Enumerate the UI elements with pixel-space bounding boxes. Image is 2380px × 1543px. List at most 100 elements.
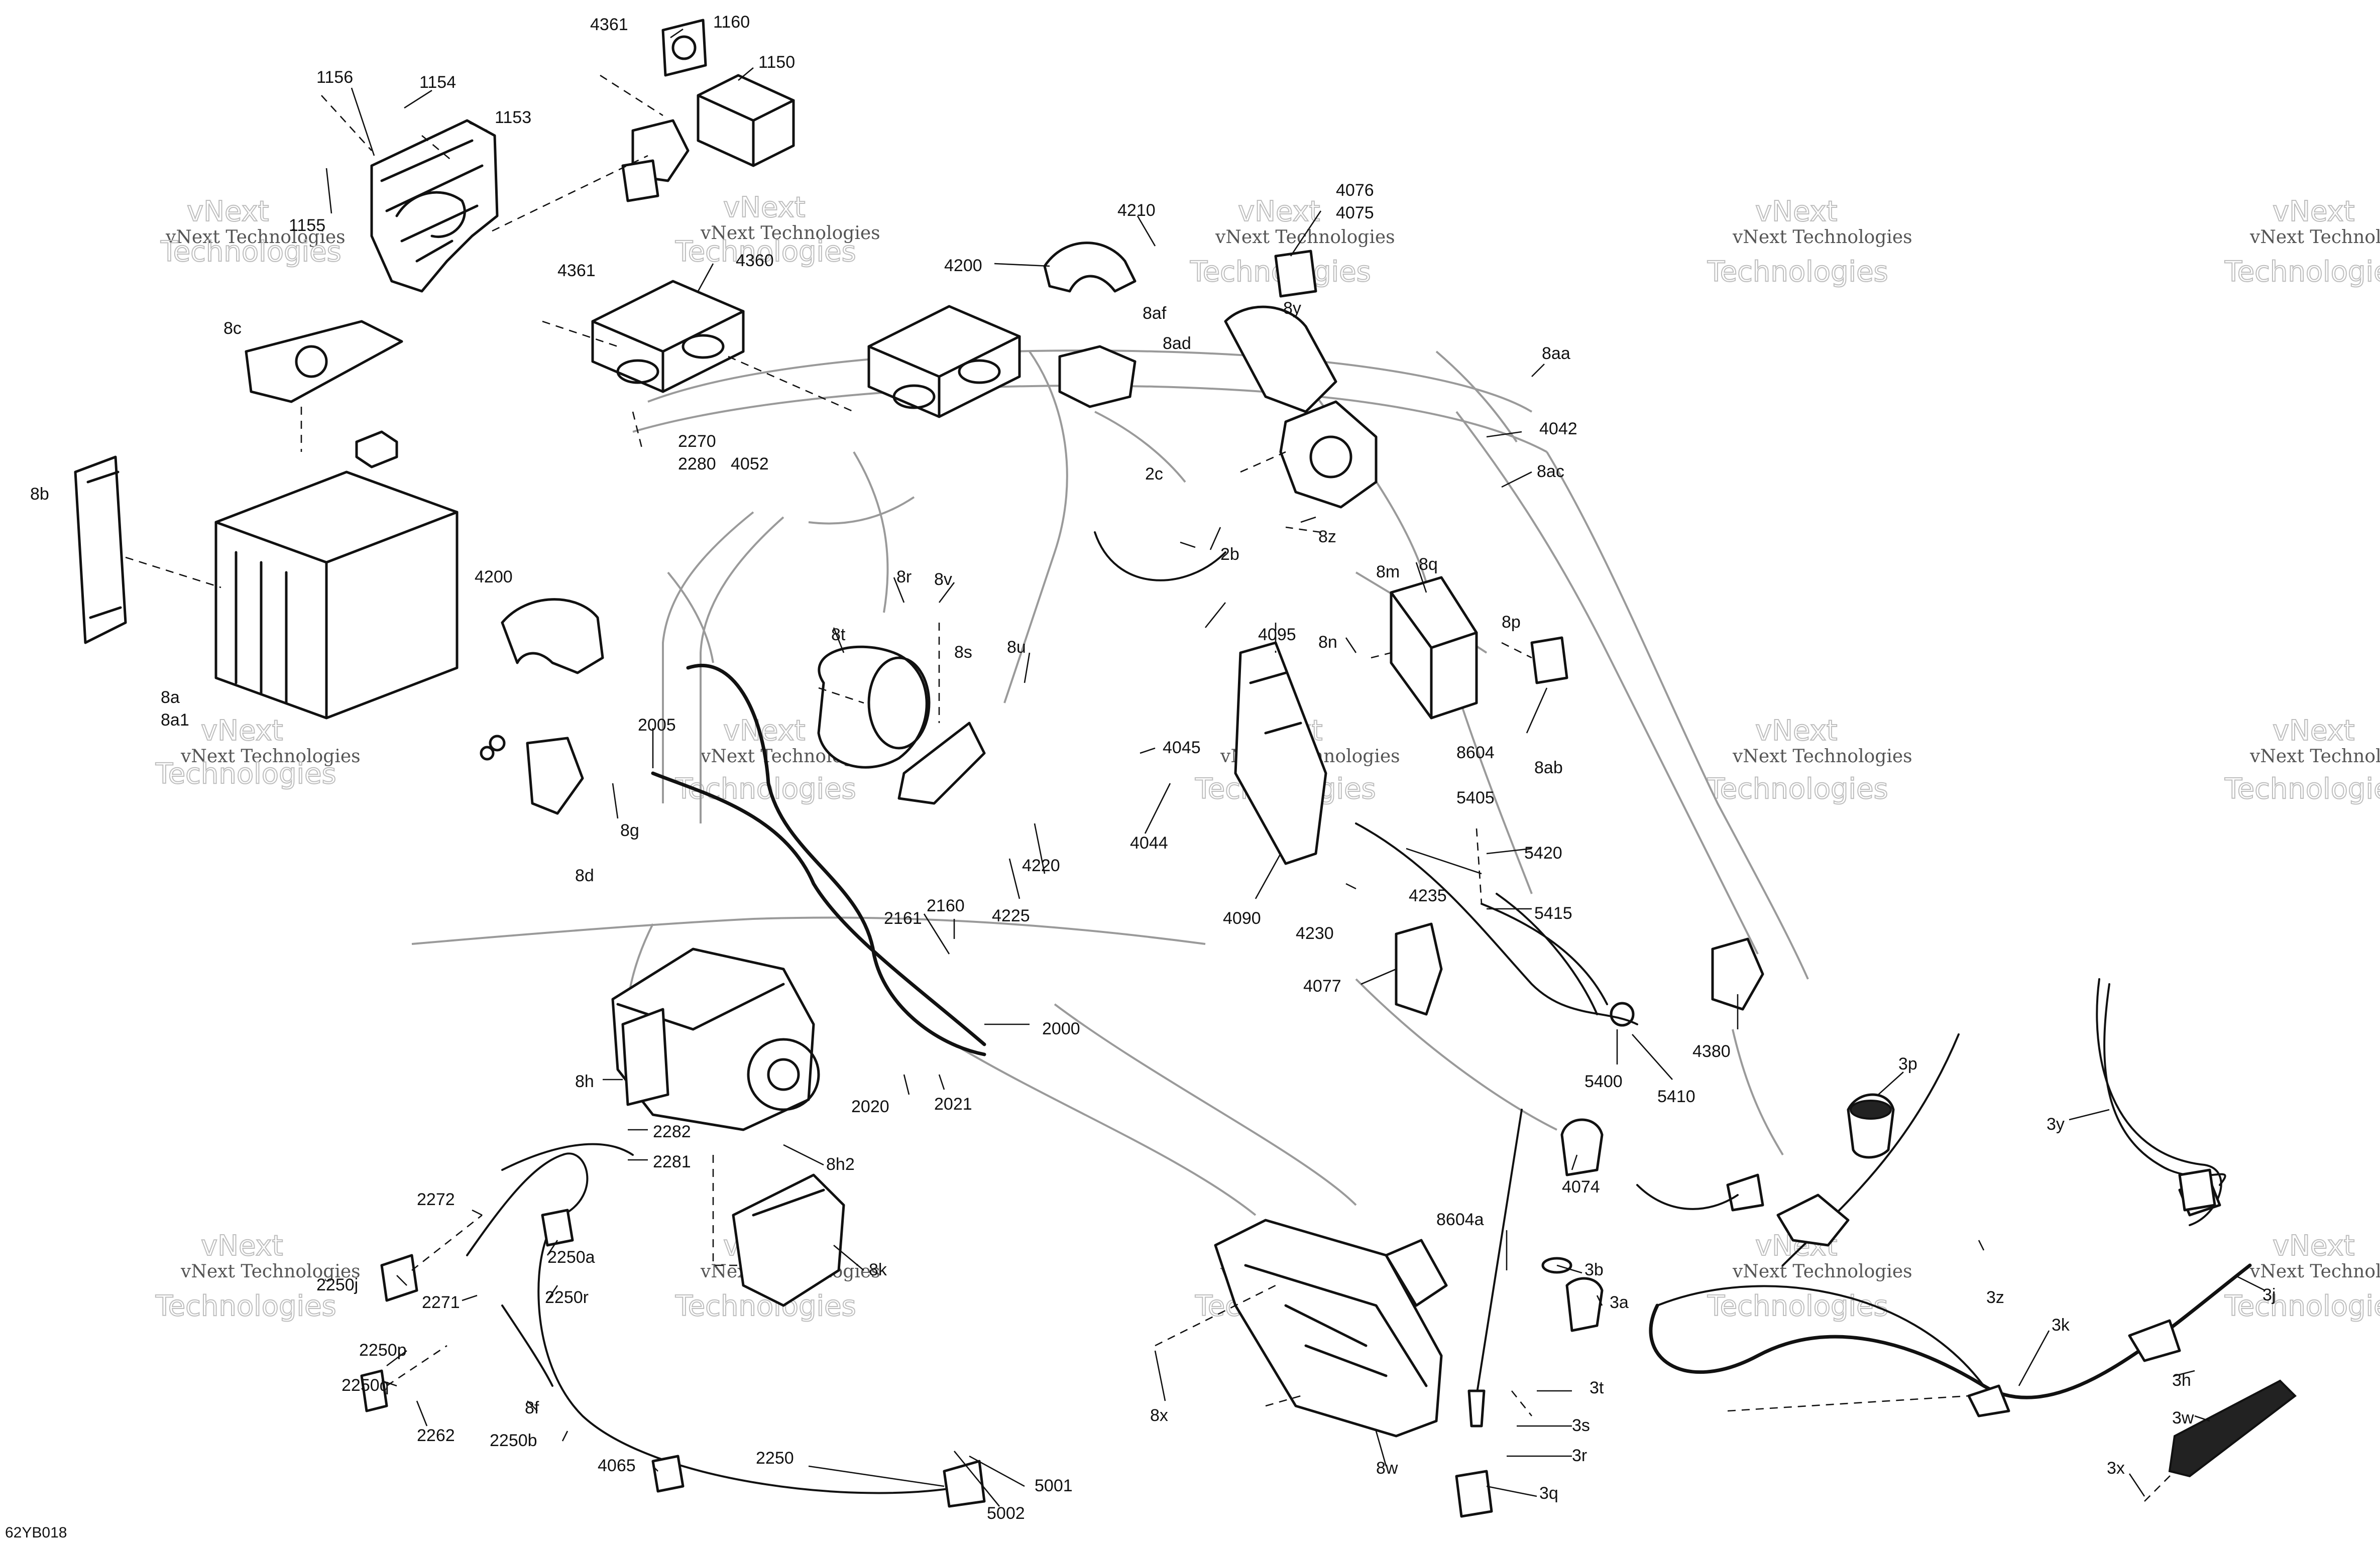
watermark-text: vNext Technologies bbox=[2249, 227, 2380, 248]
part-label: 2c bbox=[1145, 464, 1163, 484]
part-label: 4210 bbox=[1117, 201, 1156, 220]
part-label: 4090 bbox=[1223, 909, 1261, 928]
part-label: 3r bbox=[1572, 1446, 1587, 1465]
part-label: 5001 bbox=[1035, 1476, 1073, 1495]
assembly-lines bbox=[125, 74, 2175, 1502]
part-label: 1155 bbox=[289, 216, 325, 235]
part-label: 2250a bbox=[547, 1248, 595, 1267]
part-label: 2021 bbox=[934, 1095, 972, 1114]
part-label: 4042 bbox=[1539, 419, 1577, 438]
part-label: 8n bbox=[1318, 633, 1337, 652]
starter-relay bbox=[480, 735, 584, 815]
part-label: 8u bbox=[1007, 638, 1026, 657]
part-label: 2005 bbox=[638, 716, 676, 735]
part-label: 8v bbox=[934, 570, 952, 589]
part-label: 3b bbox=[1584, 1260, 1604, 1279]
part-label: 8604 bbox=[1456, 743, 1495, 762]
part-label: 4361 bbox=[557, 261, 596, 280]
watermark-text: vNext Technologies bbox=[2249, 1261, 2380, 1282]
part-label: 2281 bbox=[653, 1152, 691, 1171]
part-label: 2270 bbox=[678, 432, 716, 451]
watermark-text: vNext Technologies bbox=[1732, 227, 1912, 248]
part-label: 5410 bbox=[1657, 1087, 1695, 1106]
power-outlet bbox=[1847, 1093, 1895, 1159]
watermark-text: vNext Technologies bbox=[2249, 746, 2380, 767]
part-label: 4065 bbox=[598, 1456, 636, 1475]
connector-clip-4077 bbox=[1395, 922, 1443, 1016]
diagram-code: 62YB018 bbox=[5, 1524, 67, 1541]
part-label: 8q bbox=[1419, 555, 1438, 574]
part-label: 4045 bbox=[1163, 738, 1201, 757]
part-label: 1154 bbox=[419, 73, 456, 92]
part-label: 4230 bbox=[1296, 924, 1334, 943]
watermark-logo: Technologies bbox=[675, 773, 856, 805]
part-label: 5405 bbox=[1456, 788, 1495, 807]
part-label: 2250p bbox=[359, 1341, 407, 1360]
part-label: 8w bbox=[1376, 1459, 1398, 1478]
part-label: 2160 bbox=[927, 896, 965, 915]
part-label: 8aa bbox=[1542, 344, 1570, 363]
fuse-box-left bbox=[591, 280, 745, 393]
watermark-logo: Technologies bbox=[2224, 1290, 2380, 1323]
part-label: 2282 bbox=[653, 1122, 691, 1141]
watermark-logo: Technologies bbox=[675, 235, 856, 268]
part-label: 3p bbox=[1898, 1054, 1917, 1074]
part-label: 4200 bbox=[475, 567, 513, 586]
abs-unit bbox=[611, 947, 820, 1131]
watermark-logo: Technologies bbox=[1707, 1290, 1888, 1323]
part-label: 8s bbox=[954, 643, 972, 662]
part-label: 4200 bbox=[944, 256, 982, 275]
watermark-text: vNext Technologies bbox=[1732, 1261, 1912, 1282]
abs-bracket bbox=[732, 1173, 845, 1307]
part-label: 4361 bbox=[590, 15, 628, 34]
watermark-text: vNext Technologies bbox=[165, 227, 346, 248]
watermark-logo: vNext bbox=[201, 715, 283, 747]
part-label: 1160 bbox=[713, 13, 750, 32]
watermark-text: vNext Technologies bbox=[180, 746, 361, 767]
part-label: 4075 bbox=[1336, 203, 1374, 222]
steering-actuator bbox=[1224, 250, 1378, 509]
ecu-module bbox=[1390, 576, 1478, 720]
watermark-logo: vNext bbox=[1238, 195, 1320, 228]
part-label: 8p bbox=[1502, 613, 1521, 632]
watermark-text: vNext Technologies bbox=[180, 1261, 361, 1282]
connector-clip-4380 bbox=[1711, 937, 1764, 1011]
part-label: 8g bbox=[620, 821, 639, 840]
part-label: 8a bbox=[161, 688, 180, 707]
antenna bbox=[1455, 1109, 1523, 1518]
part-label: 2250b bbox=[490, 1431, 537, 1450]
watermark-logo: Technologies bbox=[155, 1290, 336, 1323]
part-label: 3x bbox=[2107, 1459, 2125, 1478]
leader-lines bbox=[325, 28, 2265, 1507]
part-label: 2020 bbox=[851, 1097, 889, 1116]
part-label: 3k bbox=[2052, 1316, 2070, 1335]
part-label: 8f bbox=[525, 1398, 539, 1417]
part-label: 4235 bbox=[1409, 886, 1447, 905]
part-label: 5420 bbox=[1524, 844, 1562, 863]
battery bbox=[214, 430, 459, 720]
part-label: 3z bbox=[1986, 1288, 2004, 1307]
part-label: 4360 bbox=[736, 251, 774, 270]
battery-cover bbox=[245, 320, 403, 403]
part-label: 8r bbox=[896, 567, 912, 586]
watermark-logo: vNext bbox=[1755, 195, 1838, 228]
part-label: 8m bbox=[1376, 562, 1400, 581]
accessory-harness bbox=[1649, 978, 2252, 1417]
part-label: 8h bbox=[575, 1072, 594, 1091]
watermark-logo: Technologies bbox=[160, 235, 342, 268]
part-label: 2250q bbox=[342, 1376, 389, 1395]
part-label: 8x bbox=[1150, 1406, 1168, 1425]
part-label: 4095 bbox=[1258, 625, 1296, 644]
part-label: 8h2 bbox=[826, 1155, 855, 1174]
part-label: 2000 bbox=[1042, 1019, 1080, 1038]
part-label: 4380 bbox=[1692, 1042, 1731, 1061]
watermark-text: vNext Technologies bbox=[1732, 746, 1912, 767]
sensor-module bbox=[1058, 345, 1137, 408]
part-label: 3a bbox=[1610, 1293, 1629, 1312]
watermark-logo: vNext bbox=[2273, 195, 2355, 228]
part-label: 2272 bbox=[417, 1190, 455, 1209]
part-label: 8ab bbox=[1534, 758, 1563, 777]
watermark-logo: vNext bbox=[723, 715, 806, 747]
watermark-logo: Technologies bbox=[2224, 256, 2380, 288]
part-label: 1156 bbox=[316, 68, 353, 87]
